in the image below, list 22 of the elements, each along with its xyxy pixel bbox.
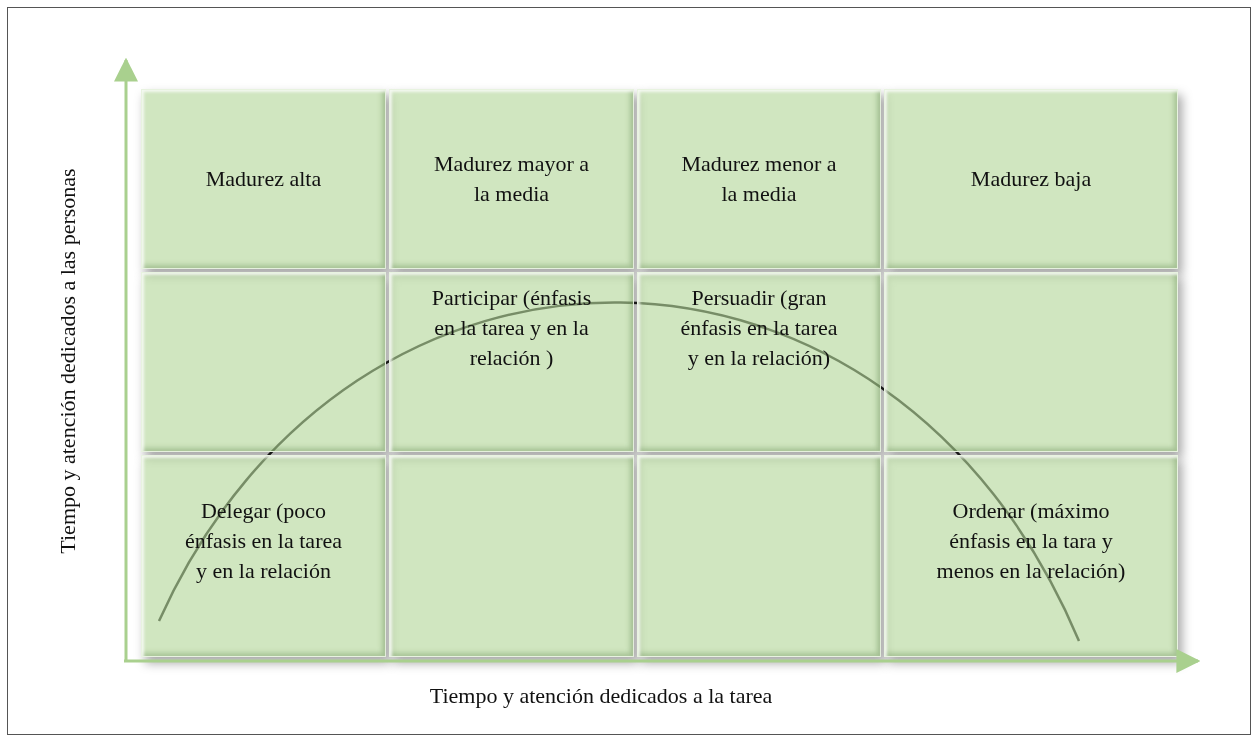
grid-cell [884, 89, 1178, 269]
cell-text: Madurez menor a la media [680, 150, 838, 208]
grid-cell [637, 272, 881, 452]
empty-grid-cell [389, 455, 634, 657]
cell-text: Delegar (poco énfasis en la tarea y en la relación [184, 497, 343, 585]
cell-text: Participar (énfasis en la tarea y en la relación ) [430, 284, 593, 372]
grid-cell [637, 89, 881, 269]
empty-grid-cell [637, 455, 881, 657]
cell-text: Madurez mayor a la media [432, 150, 591, 208]
grid-cell [389, 272, 634, 452]
cell-text: Madurez alta [205, 165, 322, 193]
axis-label: Tiempo y atención dedicados a las personas [55, 168, 81, 554]
grid-cell [884, 455, 1178, 657]
axis-label: Tiempo y atención dedicados a la tarea [429, 683, 773, 709]
grid-cell [141, 455, 386, 657]
empty-grid-cell [884, 272, 1178, 452]
cell-text: Ordenar (máximo énfasis en la tara y menos en la relación) [935, 497, 1127, 585]
grid-cell [141, 89, 386, 269]
grid-cell [389, 89, 634, 269]
empty-grid-cell [141, 272, 386, 452]
cell-text: Persuadir (gran énfasis en la tarea y en la relación) [679, 284, 839, 372]
cell-text: Madurez baja [970, 165, 1092, 193]
